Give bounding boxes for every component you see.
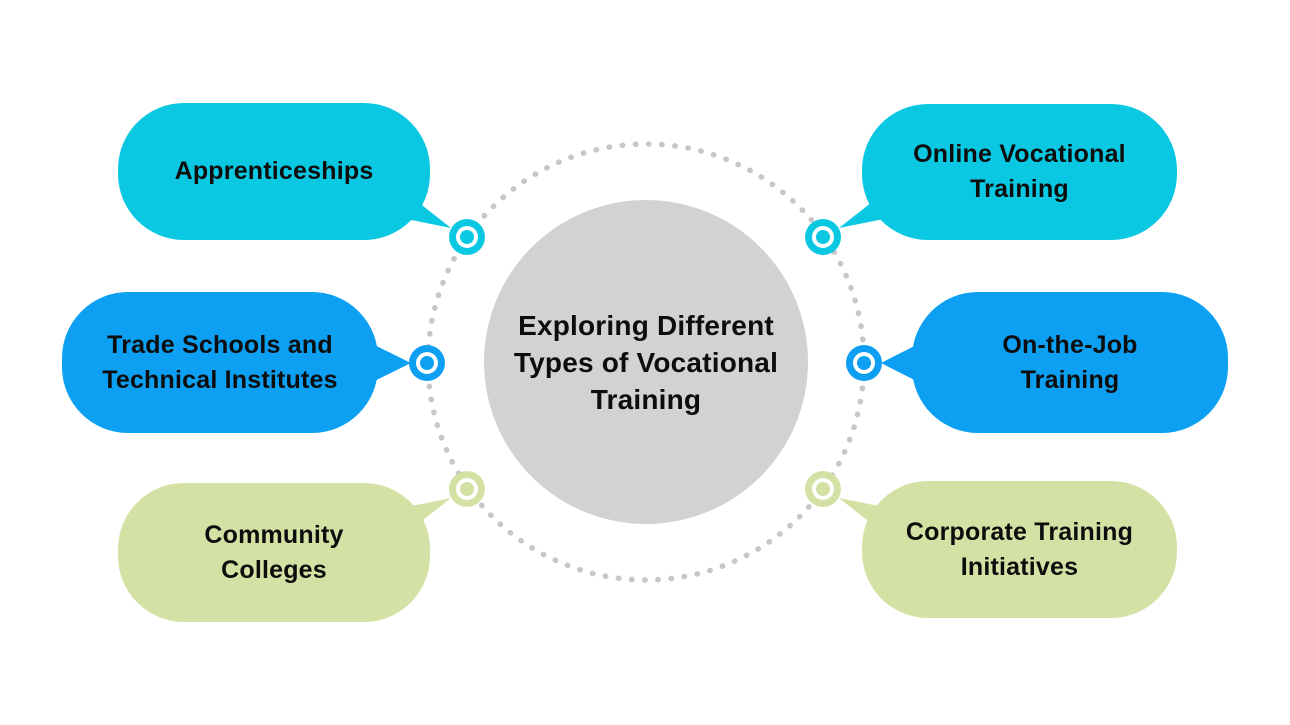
bubble-label: Online Vocational Training	[913, 137, 1126, 207]
bubble-label-line: Initiatives	[960, 552, 1079, 581]
bubble-label-line: Online Vocational	[913, 140, 1126, 168]
center-topic-circle: Exploring Different Types of Vocational …	[484, 200, 808, 524]
bubble-trade-schools: Trade Schools and Technical Institutes	[62, 292, 378, 433]
bubble-label-line: Technical Institutes	[102, 365, 338, 394]
bubble-community-colleges: Community Colleges	[118, 483, 430, 622]
center-topic-label: Exploring Different Types of Vocational …	[514, 307, 778, 418]
bubble-label-line: Trade Schools and	[107, 330, 333, 359]
bubble-label-line: Training	[1020, 365, 1120, 394]
bubble-label-line: Training	[970, 175, 1069, 203]
bullseye-icon-on-the-job-training	[846, 345, 882, 381]
bubble-label: Trade Schools and Technical Institutes	[102, 328, 338, 398]
bubble-label: Corporate Training Initiatives	[906, 515, 1133, 585]
bubble-label: On-the-Job Training	[1002, 328, 1137, 398]
bubble-label: Community Colleges	[204, 518, 343, 588]
bubble-label-line: Colleges	[221, 555, 327, 584]
bubble-label-line: On-the-Job	[1002, 330, 1138, 359]
bubble-label-line: Corporate Training	[905, 517, 1134, 546]
center-topic-line: Types of Vocational	[513, 346, 779, 378]
bubble-online-vocational-training: Online Vocational Training	[862, 104, 1177, 240]
bubble-apprenticeships: Apprenticeships	[118, 103, 430, 240]
bubble-on-the-job-training: On-the-Job Training	[912, 292, 1228, 433]
center-topic-line: Training	[590, 383, 702, 415]
bullseye-icon-corporate-training-initiatives	[805, 471, 841, 507]
bubble-label-line: Apprenticeships	[174, 157, 374, 185]
bullseye-icon-community-colleges	[449, 471, 485, 507]
bubble-label: Apprenticeships	[175, 154, 374, 189]
bullseye-icon-apprenticeships	[449, 219, 485, 255]
bubble-label-line: Community	[204, 520, 344, 549]
bubble-corporate-training-initiatives: Corporate Training Initiatives	[862, 481, 1177, 618]
center-topic-line: Exploring Different	[518, 309, 774, 341]
bullseye-icon-trade-schools	[409, 345, 445, 381]
bullseye-icon-online-vocational-training	[805, 219, 841, 255]
